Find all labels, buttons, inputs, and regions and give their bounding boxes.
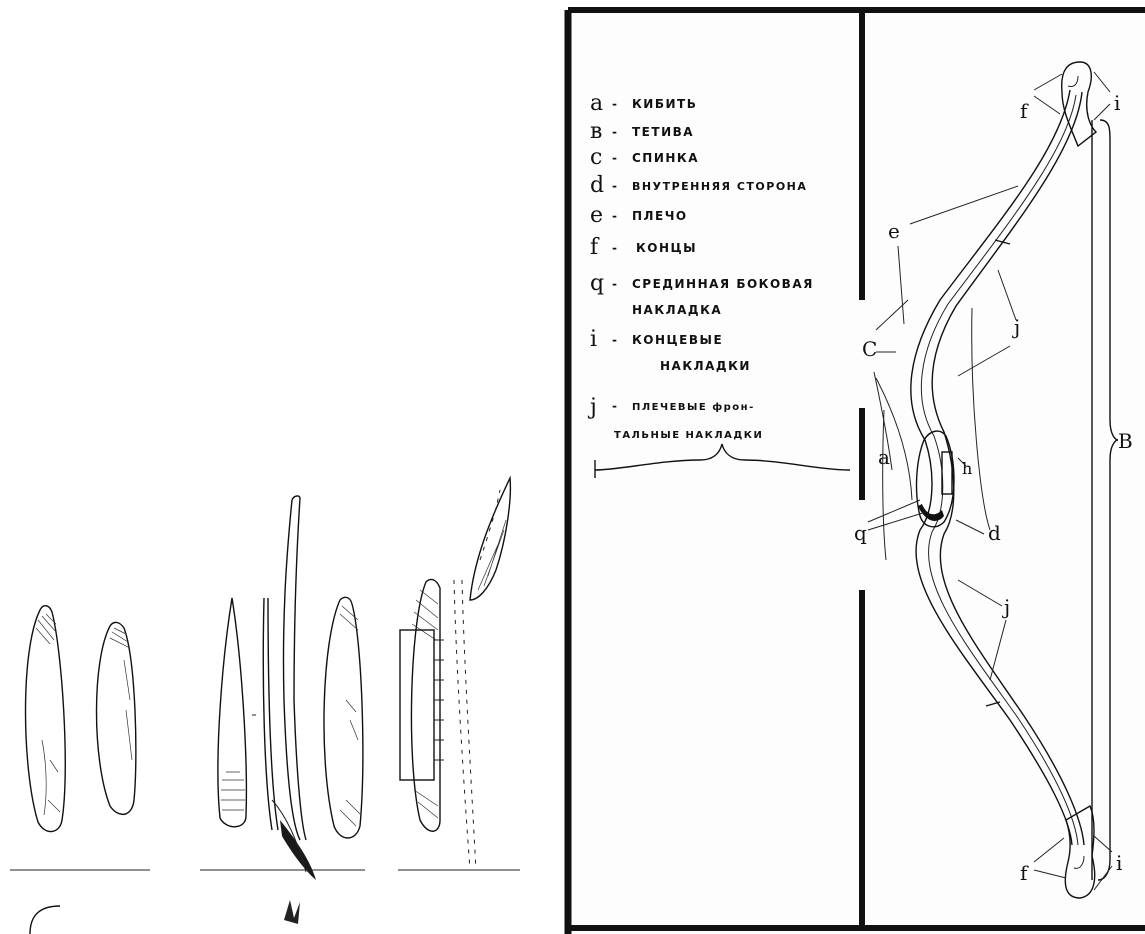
artifact-dashed-strip	[454, 478, 510, 870]
svg-text:КОНЦЕВЫЕ: КОНЦЕВЫЕ	[632, 333, 723, 347]
artifact-partial-bottom-1	[30, 906, 60, 934]
svg-text:d: d	[988, 521, 1001, 545]
svg-text:ТАЛЬНЫЕ НАКЛАДКИ: ТАЛЬНЫЕ НАКЛАДКИ	[614, 430, 763, 441]
svg-text:j: j	[1012, 315, 1020, 339]
svg-text:-: -	[612, 333, 618, 347]
bow-panel	[565, 8, 1145, 934]
svg-text:-: -	[612, 399, 618, 413]
svg-text:e: e	[590, 203, 603, 228]
svg-text:-: -	[612, 241, 618, 255]
svg-text:-: -	[612, 209, 618, 223]
svg-text:-: -	[612, 179, 618, 193]
svg-text:-: -	[612, 151, 618, 165]
svg-text:B: B	[1118, 429, 1133, 453]
svg-text:e: e	[888, 219, 900, 243]
artifact-composite	[400, 580, 444, 832]
artifact-tip	[218, 598, 256, 827]
artifact-sketches	[10, 478, 520, 934]
svg-text:в: в	[590, 119, 602, 144]
svg-text:i: i	[590, 327, 597, 352]
svg-text:НАКЛАДКА: НАКЛАДКА	[632, 303, 722, 317]
svg-text:d: d	[590, 173, 604, 198]
svg-text:КОНЦЫ: КОНЦЫ	[636, 241, 697, 255]
artifact-plate-2	[97, 622, 136, 814]
svg-text:h: h	[962, 459, 972, 478]
artifact-partial-bottom-2	[284, 900, 300, 924]
svg-text:i: i	[1116, 851, 1122, 875]
artifact-plate-1	[26, 606, 66, 832]
svg-text:a: a	[590, 91, 603, 116]
svg-text:i: i	[1114, 91, 1120, 115]
artifact-long-strip	[272, 496, 316, 880]
svg-text:c: c	[590, 145, 602, 170]
svg-text:СРЕДИННАЯ БОКОВАЯ: СРЕДИННАЯ БОКОВАЯ	[632, 277, 814, 291]
svg-text:ПЛЕЧО: ПЛЕЧО	[632, 209, 688, 223]
svg-text:НАКЛАДКИ: НАКЛАДКИ	[660, 359, 751, 373]
svg-text:ПЛЕЧЕВЫЕ фрон-: ПЛЕЧЕВЫЕ фрон-	[632, 401, 755, 413]
svg-text:ТЕТИВА: ТЕТИВА	[632, 125, 694, 139]
artifact-plate-3	[324, 597, 363, 838]
svg-text:C: C	[862, 337, 877, 361]
svg-text:a: a	[878, 445, 890, 469]
artifact-rod	[263, 598, 278, 830]
svg-text:-: -	[612, 277, 618, 291]
svg-text:j: j	[1002, 595, 1010, 619]
svg-text:ВНУТРЕННЯЯ СТОРОНА: ВНУТРЕННЯЯ СТОРОНА	[632, 180, 807, 193]
svg-text:-: -	[612, 125, 618, 139]
svg-text:q: q	[590, 271, 604, 296]
svg-text:q: q	[854, 521, 867, 545]
svg-text:СПИНКА: СПИНКА	[632, 151, 699, 165]
svg-text:КИБИТЬ: КИБИТЬ	[632, 97, 697, 111]
svg-text:-: -	[612, 97, 618, 111]
